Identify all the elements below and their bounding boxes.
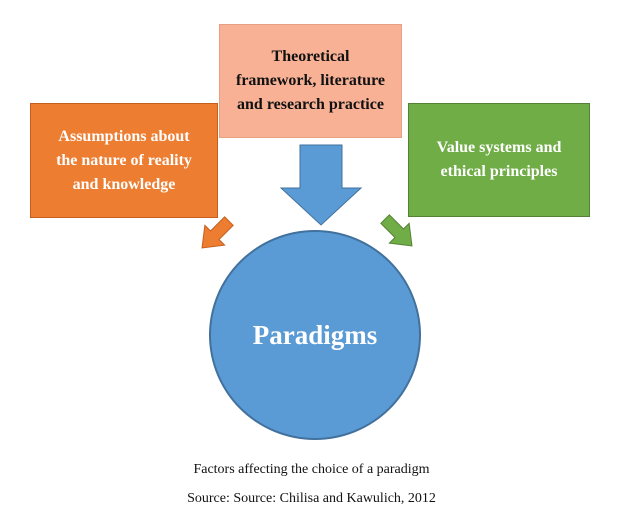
figure-caption: Factors affecting the choice of a paradi… (193, 462, 430, 477)
assumptions-box: Assumptions about the nature of reality … (30, 103, 218, 218)
paradigms-ellipse: Paradigms (209, 230, 421, 440)
theoretical-framework-box: Theoretical framework, literature and re… (219, 24, 402, 138)
down-arrow-icon (279, 144, 363, 226)
value-systems-text: Value systems and ethical principles (436, 139, 562, 180)
paradigms-label: Paradigms (252, 319, 378, 350)
green-diagonal-arrow-icon (380, 214, 413, 247)
theoretical-framework-text: Theoretical framework, literature and re… (236, 48, 385, 113)
orange-diagonal-arrow-icon (201, 216, 234, 249)
value-systems-box: Value systems and ethical principles (408, 103, 590, 217)
assumptions-text: Assumptions about the nature of reality … (56, 127, 192, 193)
figure-source: Source: Source: Chilisa and Kawulich, 20… (187, 491, 436, 506)
